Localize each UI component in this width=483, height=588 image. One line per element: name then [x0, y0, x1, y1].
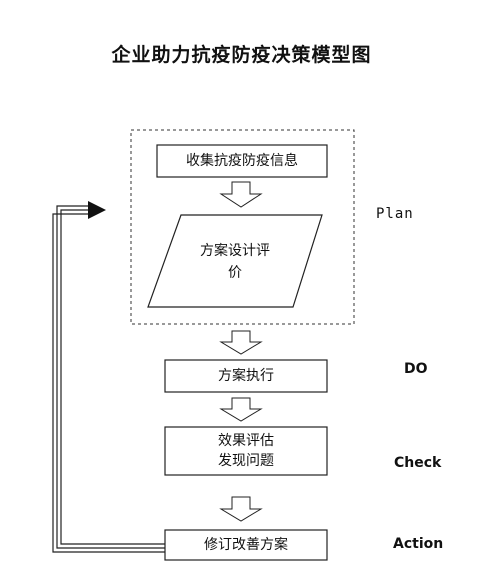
evaluate-label-line2: 发现问题	[218, 453, 274, 469]
execute-box	[164, 359, 328, 393]
phase-do-label: DO	[404, 361, 428, 377]
down-arrow-4	[219, 496, 263, 522]
evaluate-label-line1: 效果评估	[218, 433, 274, 449]
plan-phase-frame	[130, 129, 355, 325]
down-arrow-3	[219, 397, 263, 422]
design-evaluation-label-line2: 价	[228, 265, 242, 281]
collect-info-box	[156, 144, 328, 178]
improve-box	[164, 529, 328, 561]
improve-label: 修订改善方案	[204, 537, 288, 553]
phase-plan-label: Plan	[376, 206, 414, 222]
down-arrow-1	[219, 181, 263, 208]
design-evaluation-shape	[147, 214, 323, 308]
feedback-arrowhead	[88, 201, 106, 219]
phase-action-label: Action	[393, 536, 444, 552]
collect-info-label: 收集抗疫防疫信息	[186, 153, 298, 169]
down-arrow-2	[219, 330, 263, 355]
evaluate-box	[164, 426, 328, 476]
diagram-title: 企业助力抗疫防疫决策模型图	[111, 44, 372, 66]
feedback-loop-line	[52, 205, 165, 553]
phase-check-label: Check	[394, 455, 442, 471]
design-evaluation-label-line1: 方案设计评	[200, 243, 270, 259]
execute-label: 方案执行	[218, 368, 274, 384]
